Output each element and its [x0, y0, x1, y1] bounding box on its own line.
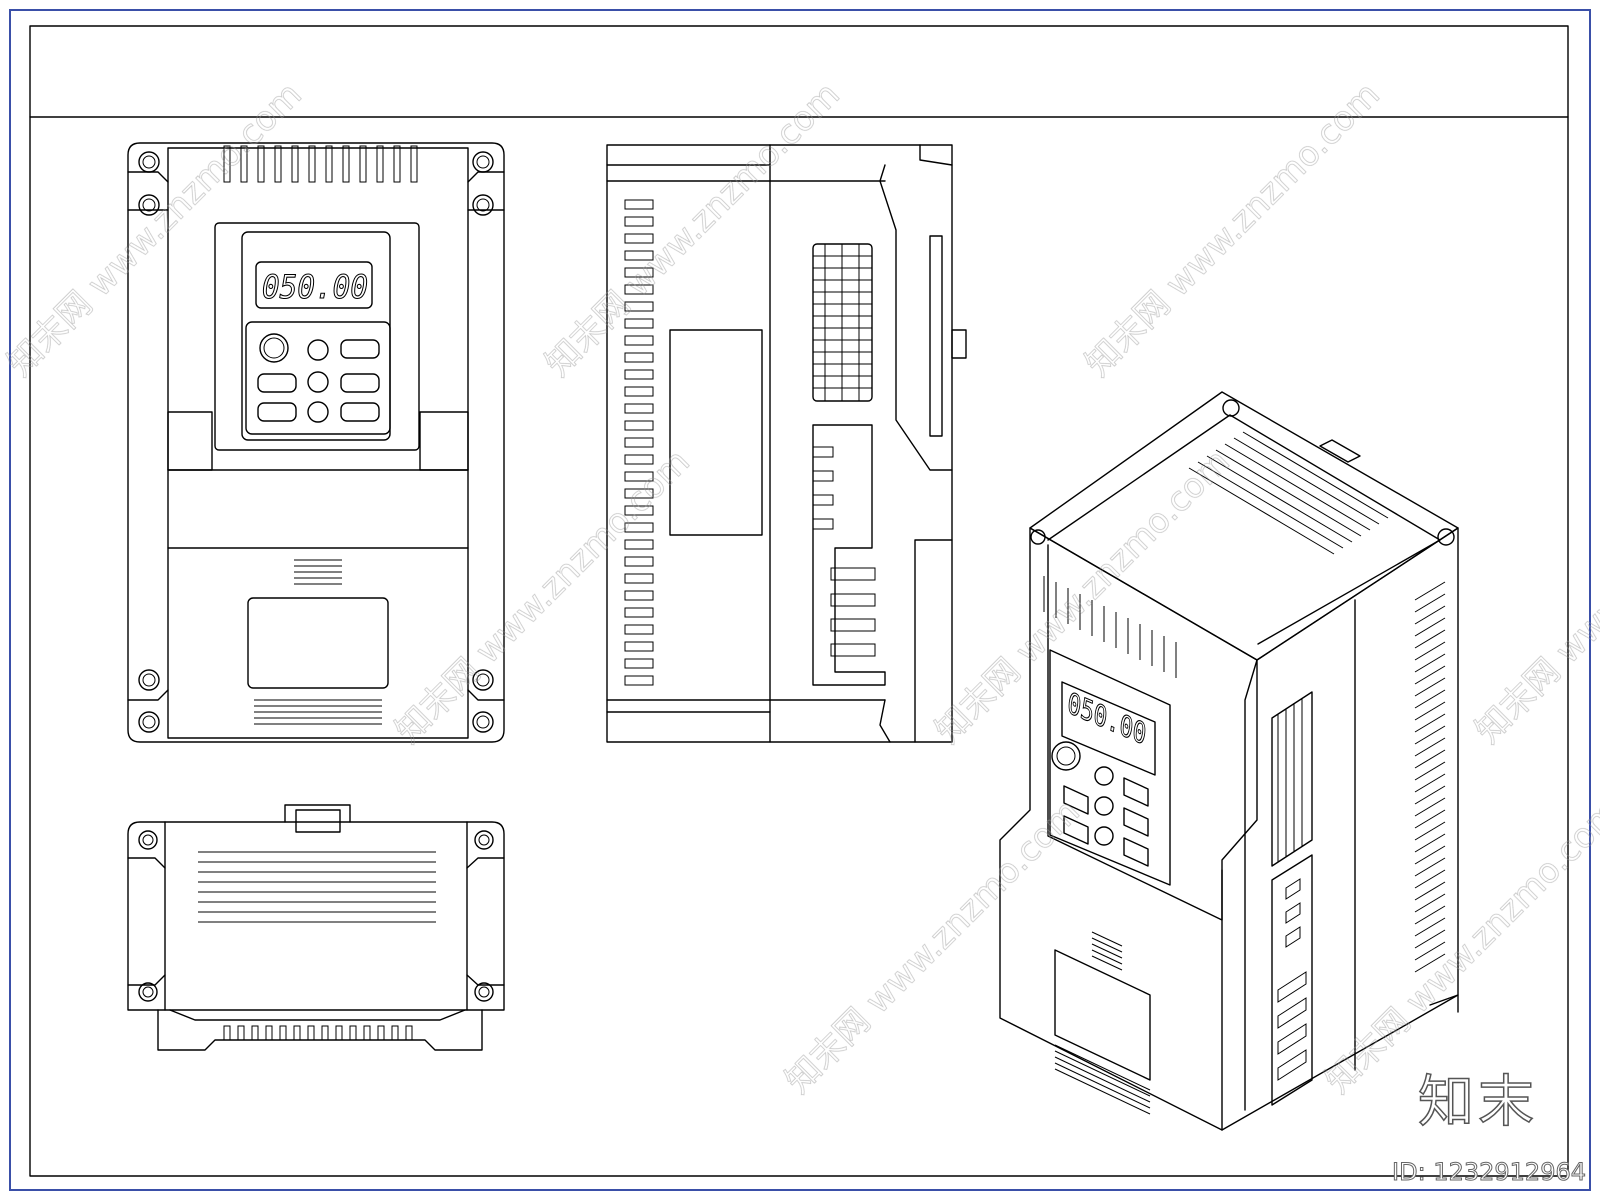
watermark-text: 知末网 www.znzmo.com: [1318, 792, 1600, 1102]
watermark-text: 知末网 www.znzmo.com: [1468, 442, 1600, 752]
front-lcd-readout: 050.00: [262, 268, 368, 306]
sheet-frame: [29, 25, 1569, 1177]
bottom-view: [127, 804, 505, 1051]
sheet-outer-border: [9, 9, 1591, 1191]
front-view: 050.00: [127, 142, 505, 743]
watermark-image-id: ID: 1232912964: [1392, 1158, 1587, 1187]
watermark-text: 知末网 www.znzmo.com: [388, 442, 698, 752]
watermark-text: 知末网 www.znzmo.com: [1078, 75, 1388, 385]
watermark-overlay: 知末网 www.znzmo.com 知末网 www.znzmo.com 知末网 …: [0, 74, 1600, 1102]
watermark-text: 知末网 www.znzmo.com: [538, 75, 848, 385]
side-view: [606, 144, 967, 743]
watermark-text: 知末网 www.znzmo.com: [0, 75, 310, 385]
watermark-text: 知末网 www.znzmo.com: [778, 792, 1088, 1102]
watermark-brand: 知末: [1417, 1069, 1538, 1136]
